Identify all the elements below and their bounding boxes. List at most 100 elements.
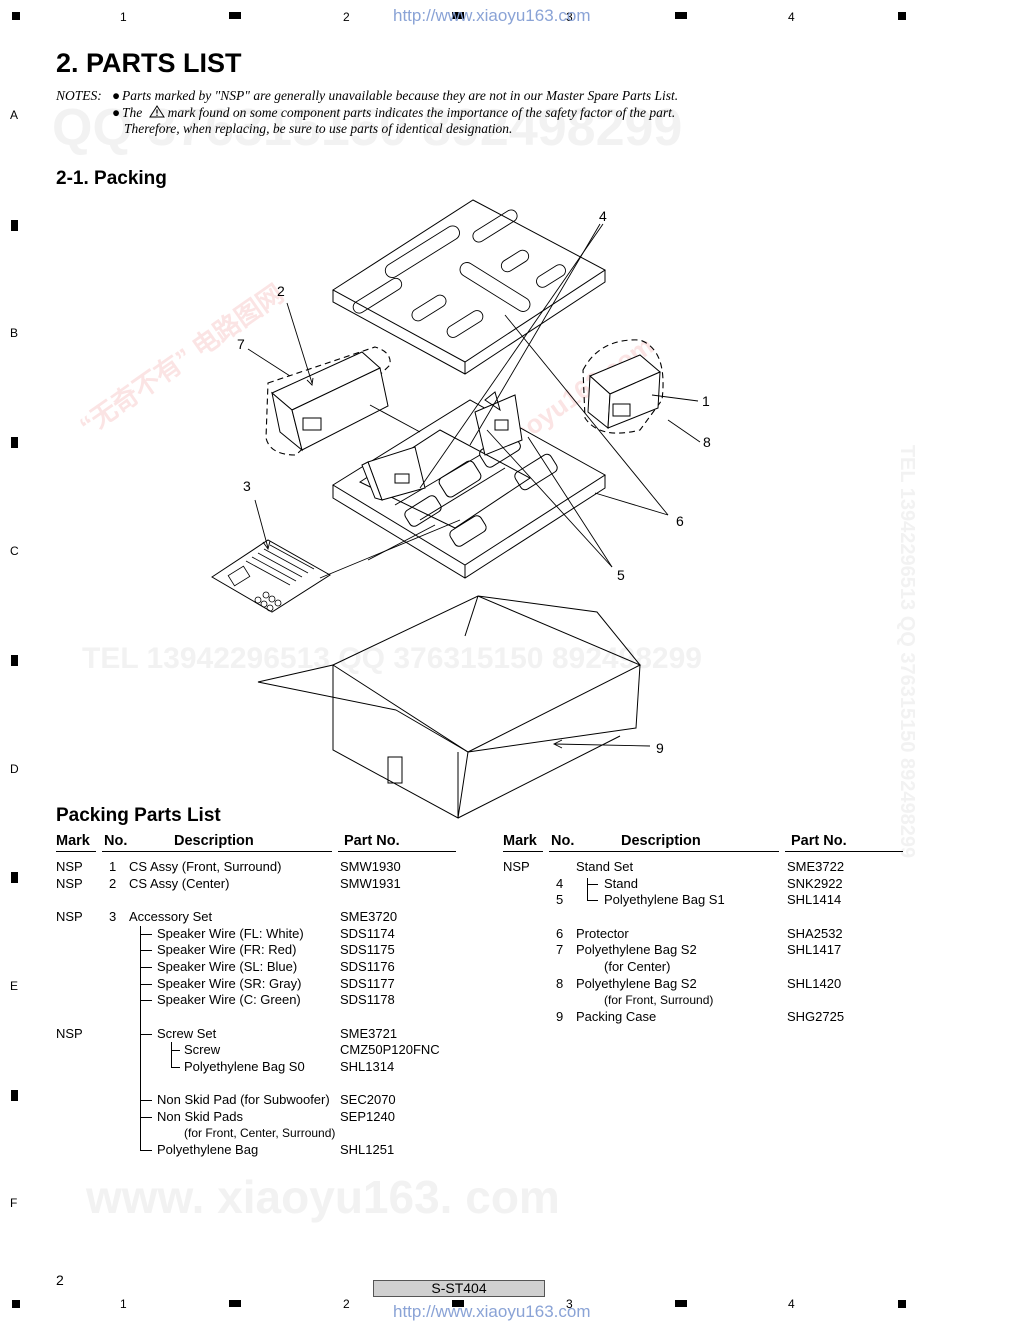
cell-part-no: SME3720 bbox=[340, 909, 398, 924]
notes: NOTES: ●Parts marked by "NSP" are general… bbox=[56, 88, 678, 138]
tree-tick bbox=[140, 1150, 152, 1151]
center-speaker bbox=[265, 346, 391, 456]
cell-no: 7 bbox=[556, 942, 564, 957]
cell-description: Screw Set bbox=[157, 1026, 217, 1041]
cell-part-no: SME3721 bbox=[340, 1026, 398, 1041]
model-label: S-ST404 bbox=[373, 1280, 545, 1297]
callout-9: 9 bbox=[656, 740, 664, 756]
cell-mark: NSP bbox=[503, 859, 530, 874]
tree-line bbox=[140, 926, 141, 1150]
header-rule bbox=[549, 851, 779, 852]
satellite-speaker bbox=[582, 339, 664, 434]
page-number: 2 bbox=[56, 1272, 64, 1288]
cell-part-no: SDS1175 bbox=[340, 942, 395, 957]
cell-part-no: SNK2922 bbox=[787, 876, 843, 891]
top-tray bbox=[332, 199, 606, 375]
cell-part-no: SME3722 bbox=[787, 859, 845, 874]
cell-part-no: SDS1178 bbox=[340, 992, 395, 1007]
ruler-row-a: A bbox=[10, 108, 19, 122]
cell-part-no: SDS1177 bbox=[340, 976, 395, 991]
cell-description: Stand bbox=[604, 876, 638, 891]
ruler-mark bbox=[11, 872, 18, 883]
ruler-col-4: 4 bbox=[788, 10, 795, 24]
cell-description: Non Skid Pads bbox=[157, 1109, 243, 1124]
ruler-row-c: C bbox=[10, 544, 19, 558]
tree-tick bbox=[140, 984, 152, 985]
note-line-3: Therefore, when replacing, be sure to us… bbox=[124, 121, 513, 136]
tree-line bbox=[171, 1042, 172, 1067]
cell-no: 9 bbox=[556, 1009, 564, 1024]
watermark-www: www. xiaoyu163. com bbox=[86, 1171, 560, 1223]
ruler-col-1: 1 bbox=[120, 10, 127, 24]
col-header-mark: Mark bbox=[503, 833, 537, 849]
ruler-col-1: 1 bbox=[120, 1297, 127, 1311]
stand-set bbox=[361, 391, 523, 501]
header-rule bbox=[56, 851, 96, 852]
ruler-mark bbox=[11, 220, 18, 231]
tree-tick bbox=[171, 1050, 180, 1051]
callout-5: 5 bbox=[617, 567, 625, 583]
ruler-corner-mark bbox=[898, 1300, 906, 1308]
cell-no: 1 bbox=[109, 859, 117, 874]
cell-part-no: SEP1240 bbox=[340, 1109, 395, 1124]
packing-parts-list-title: Packing Parts List bbox=[56, 805, 221, 826]
tree-tick bbox=[587, 900, 598, 901]
cell-part-no: SHG2725 bbox=[787, 1009, 845, 1024]
header-rule bbox=[338, 851, 456, 852]
warning-triangle-icon bbox=[148, 104, 165, 117]
ruler-mark bbox=[675, 12, 687, 19]
cell-description: Screw bbox=[184, 1042, 221, 1057]
header-rule bbox=[785, 851, 903, 852]
callout-8: 8 bbox=[703, 434, 711, 450]
ruler-row-d: D bbox=[10, 762, 19, 776]
section-title-packing: 2-1. Packing bbox=[56, 168, 167, 189]
cell-part-no: SHL1420 bbox=[787, 976, 842, 991]
tree-line bbox=[587, 878, 588, 900]
callout-1: 1 bbox=[702, 393, 710, 409]
ruler-col-4: 4 bbox=[788, 1297, 795, 1311]
callout-7: 7 bbox=[237, 336, 245, 352]
tree-tick bbox=[140, 967, 152, 968]
ruler-mark bbox=[229, 1300, 241, 1307]
ruler-mark bbox=[452, 1300, 464, 1307]
cell-description: Polyethylene Bag S1 bbox=[604, 892, 725, 907]
bottom-tray bbox=[332, 399, 606, 579]
footer-url: http://www.xiaoyu163.com bbox=[393, 1302, 591, 1321]
col-header-no: No. bbox=[551, 833, 575, 849]
cell-description: Non Skid Pad (for Subwoofer) bbox=[157, 1092, 330, 1107]
cell-description: Polyethylene Bag S2 bbox=[576, 942, 697, 957]
page-title: 2. PARTS LIST bbox=[56, 48, 242, 78]
cell-description: Speaker Wire (FL: White) bbox=[157, 926, 304, 941]
ruler-row-e: E bbox=[10, 979, 19, 993]
cell-part-no: SHL1417 bbox=[787, 942, 842, 957]
tree-tick bbox=[587, 884, 598, 885]
cell-description: Protector bbox=[576, 926, 629, 941]
callout-4: 4 bbox=[599, 208, 607, 224]
note-line-2b: mark found on some component parts indic… bbox=[167, 104, 676, 120]
ruler-mark bbox=[452, 12, 464, 19]
cell-description: Polyethylene Bag bbox=[157, 1142, 259, 1157]
ruler-col-3: 3 bbox=[566, 1297, 573, 1311]
header-rule bbox=[102, 851, 332, 852]
tree-tick bbox=[140, 950, 152, 951]
ruler-corner-mark bbox=[12, 1300, 20, 1308]
ruler-col-3: 3 bbox=[566, 10, 573, 24]
tree-tick bbox=[140, 1100, 152, 1101]
col-header-part-no: Part No. bbox=[791, 833, 847, 849]
tree-tick bbox=[171, 1067, 180, 1068]
callout-3: 3 bbox=[243, 478, 251, 494]
note-line-1: Parts marked by "NSP" are generally unav… bbox=[122, 88, 679, 103]
note-line-2a: The bbox=[122, 104, 143, 120]
cell-no: 5 bbox=[556, 892, 564, 907]
notes-label: NOTES: bbox=[56, 88, 102, 103]
header-rule bbox=[503, 851, 543, 852]
ruler-mark bbox=[229, 12, 241, 19]
packing-diagram bbox=[211, 199, 701, 819]
cell-no: 2 bbox=[109, 876, 117, 891]
cell-description: Polyethylene Bag S0 bbox=[184, 1059, 305, 1074]
ruler-row-f: F bbox=[10, 1196, 18, 1210]
bullet-icon: ● bbox=[112, 104, 121, 120]
cell-description: Speaker Wire (SR: Gray) bbox=[157, 976, 302, 991]
header-url: http://www.xiaoyu163.com bbox=[393, 6, 591, 25]
cell-part-no: CMZ50P120FNC bbox=[340, 1042, 440, 1057]
